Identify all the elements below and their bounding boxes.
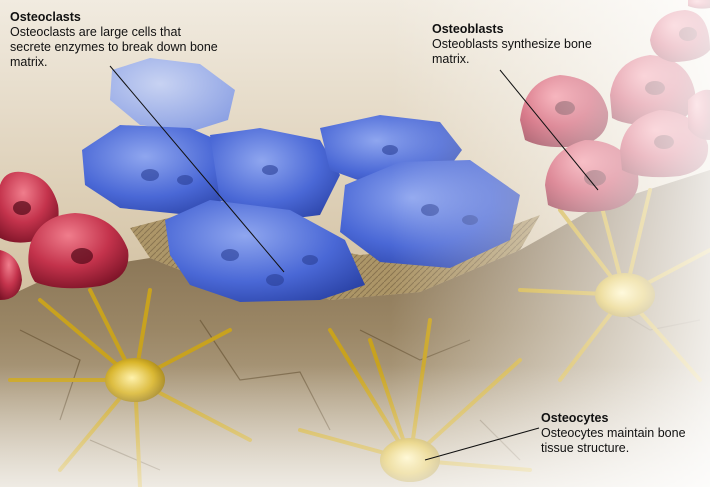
osteocytes-description: Osteocytes maintain bone tissue structur… [541, 426, 686, 455]
osteocytes-leader-line [424, 427, 540, 461]
osteoclasts-leader-line [109, 65, 285, 273]
osteoclasts-label: Osteoclasts Osteoclasts are large cells … [10, 10, 220, 70]
osteoblasts-leader-line [499, 69, 599, 191]
osteoclasts-description: Osteoclasts are large cells that secrete… [10, 25, 218, 69]
osteoblasts-label: Osteoblasts Osteoblasts synthesize bone … [432, 22, 602, 67]
osteocytes-label: Osteocytes Osteocytes maintain bone tiss… [541, 411, 706, 456]
osteoclasts-title: Osteoclasts [10, 10, 81, 24]
leader-lines [109, 65, 599, 461]
osteocytes-title: Osteocytes [541, 411, 609, 425]
osteoblasts-description: Osteoblasts synthesize bone matrix. [432, 37, 592, 66]
osteoblasts-title: Osteoblasts [432, 22, 504, 36]
